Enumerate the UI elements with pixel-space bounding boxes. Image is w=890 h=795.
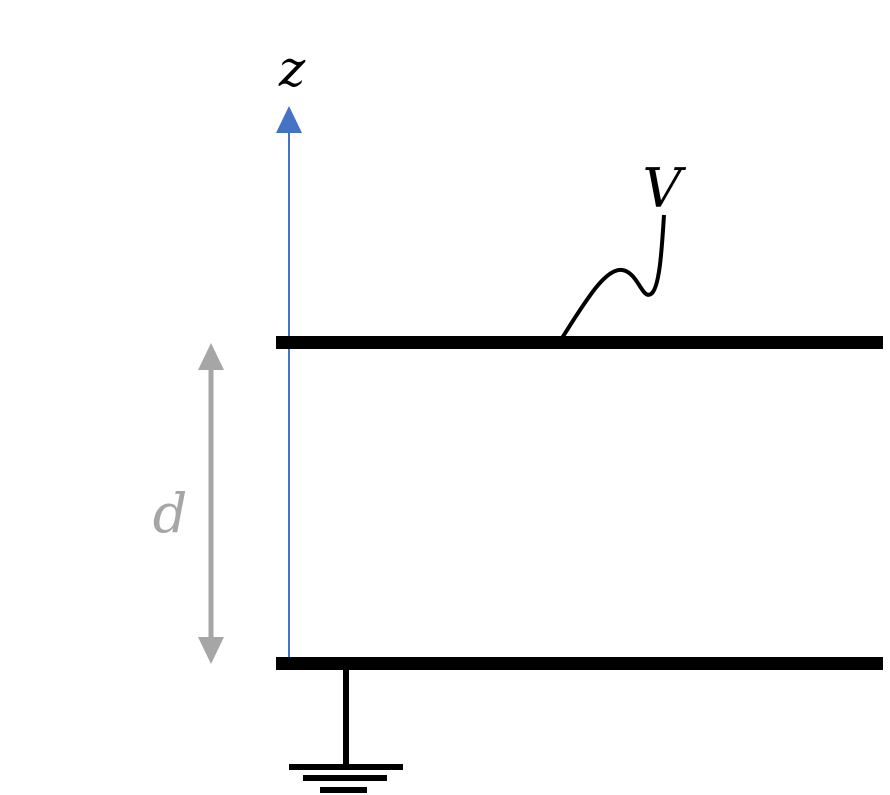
voltage-label: V — [643, 157, 687, 220]
separation-label: d — [153, 482, 188, 545]
voltage-lead-wire — [560, 214, 666, 340]
top-plate — [276, 336, 883, 349]
ground-icon — [289, 668, 403, 793]
separation-arrowhead-bottom — [198, 637, 224, 664]
bottom-plate — [276, 657, 883, 670]
z-axis-label: z — [278, 40, 306, 98]
separation-arrowhead-top — [198, 343, 224, 370]
z-axis-arrowhead — [276, 106, 302, 133]
